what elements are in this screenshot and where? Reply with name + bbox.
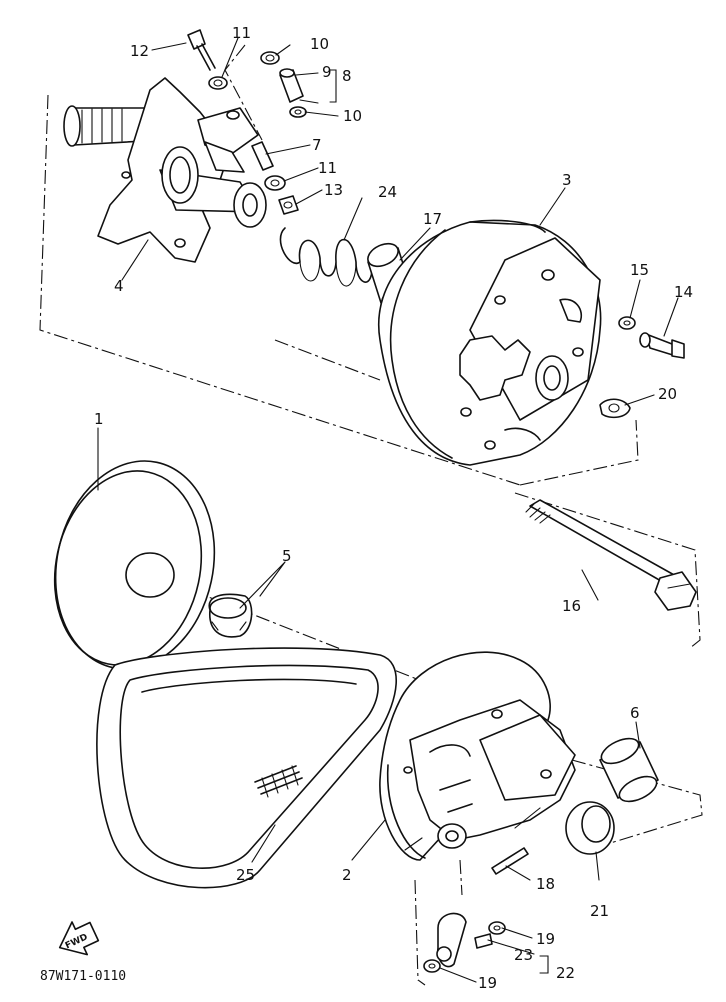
part-3-movable-sheave bbox=[377, 219, 602, 466]
part-2-sliding-sheave bbox=[379, 651, 576, 861]
callout-19-right: 19 bbox=[536, 930, 555, 948]
fwd-arrow-icon: FWD bbox=[58, 921, 100, 956]
callout-16: 16 bbox=[562, 597, 581, 615]
callout-3: 3 bbox=[562, 171, 572, 189]
callout-numbers: 12 11 10 9 8 10 7 11 13 24 17 3 4 15 14 … bbox=[94, 24, 693, 992]
callout-24: 24 bbox=[378, 183, 397, 201]
diagram-part-code: 87W171-0110 bbox=[40, 969, 126, 984]
callout-15: 15 bbox=[630, 261, 649, 279]
leader-lines bbox=[97, 37, 679, 983]
callout-13: 13 bbox=[324, 181, 343, 199]
callout-2: 2 bbox=[342, 866, 352, 884]
callout-4: 4 bbox=[114, 277, 124, 295]
callout-5: 5 bbox=[282, 547, 292, 565]
part-4-primary-hub bbox=[63, 77, 267, 263]
callout-6: 6 bbox=[630, 704, 640, 722]
callout-18: 18 bbox=[536, 875, 555, 893]
part-5-collar bbox=[208, 593, 253, 638]
callout-14: 14 bbox=[674, 283, 693, 301]
callout-25: 25 bbox=[236, 866, 255, 884]
callout-21: 21 bbox=[590, 902, 609, 920]
callout-19-bottom: 19 bbox=[478, 974, 497, 992]
callout-20: 20 bbox=[658, 385, 677, 403]
callout-17: 17 bbox=[423, 210, 442, 228]
parts-14-15-20 bbox=[599, 316, 685, 419]
callout-12: 12 bbox=[130, 42, 149, 60]
parts-7-to-13-hardware bbox=[187, 29, 307, 215]
callout-11-bottom: 11 bbox=[318, 159, 337, 177]
part-1-fixed-sheave bbox=[53, 460, 216, 670]
part-25-drive-belt bbox=[96, 647, 397, 889]
parts-6-21 bbox=[565, 737, 659, 855]
callout-11-top: 11 bbox=[232, 24, 251, 42]
callout-8: 8 bbox=[342, 67, 352, 85]
callout-7: 7 bbox=[312, 136, 322, 154]
callout-23: 23 bbox=[514, 946, 533, 964]
callout-10-top: 10 bbox=[310, 35, 329, 53]
parts-18-19-22-23 bbox=[423, 847, 529, 973]
part-16-long-bolt bbox=[525, 499, 697, 611]
callout-22: 22 bbox=[556, 964, 575, 982]
callout-9: 9 bbox=[322, 63, 332, 81]
callout-10-bottom: 10 bbox=[343, 107, 362, 125]
callout-1: 1 bbox=[94, 410, 104, 428]
